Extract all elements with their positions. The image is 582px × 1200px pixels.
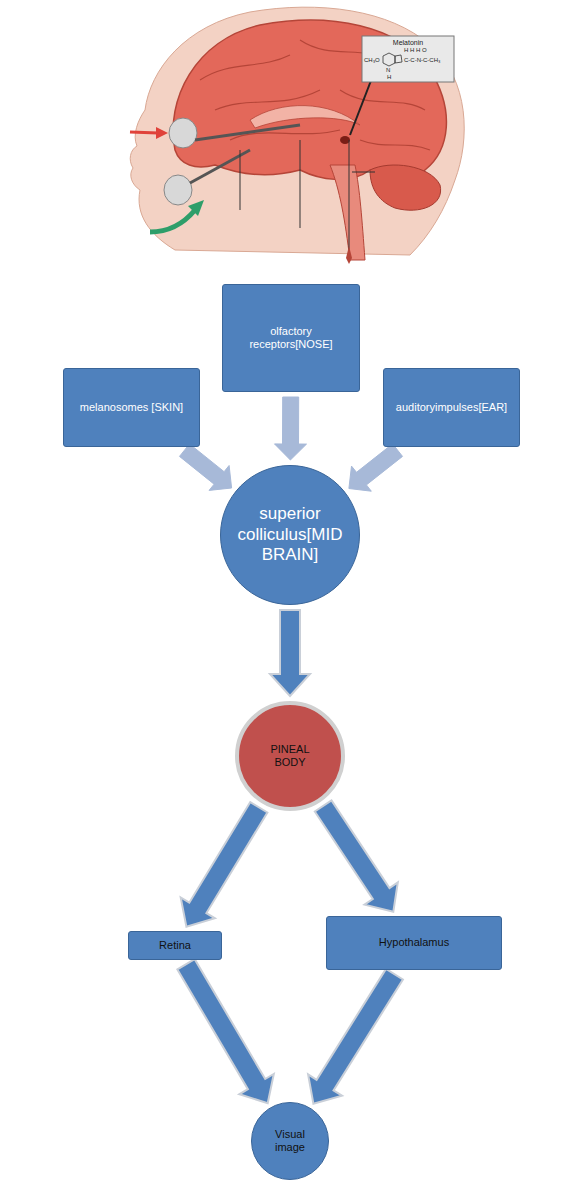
block-arrow xyxy=(270,610,310,696)
brain-illustration xyxy=(0,0,582,270)
node-label: PINEAL BODY xyxy=(255,743,325,769)
formula-label: Melatonin xyxy=(393,39,423,46)
leader-arrow xyxy=(350,78,372,135)
brainstem xyxy=(330,165,365,260)
head-outline xyxy=(130,7,464,255)
node-label: Hypothalamus xyxy=(379,936,449,949)
green-arrow xyxy=(150,210,195,232)
formula-label: CH₃O xyxy=(364,57,380,63)
formula-label: C-C-N-C-CH₃ xyxy=(404,57,440,63)
cerebellum xyxy=(370,165,441,210)
arrowhead xyxy=(156,127,168,139)
pyrrole-ring xyxy=(395,55,402,63)
node-label: Retina xyxy=(159,939,191,952)
eye xyxy=(164,175,192,205)
circle-shape xyxy=(237,703,343,809)
leader-line xyxy=(349,140,350,250)
inset-panel xyxy=(362,36,454,82)
node-label: superior colliculus[MIDBRAIN] xyxy=(234,504,346,565)
target-box: Hypothalamus xyxy=(326,916,502,970)
block-arrow xyxy=(275,397,307,460)
gland-circle: PINEAL BODY xyxy=(235,701,345,811)
brain-cerebrum xyxy=(173,20,446,179)
spinal-marker xyxy=(346,246,352,264)
node-label: melanosomes [SKIN] xyxy=(80,401,183,414)
circle-shape xyxy=(252,1103,329,1180)
output-circle: Visual image xyxy=(251,1102,329,1180)
source-box: melanosomes [SKIN] xyxy=(63,368,200,447)
block-arrow xyxy=(181,802,268,927)
source-box: auditoryimpulses[EAR] xyxy=(383,368,520,447)
optic-pathway xyxy=(190,150,250,183)
leader-line xyxy=(240,150,241,210)
node-label: auditoryimpulses[EAR] xyxy=(396,401,507,414)
block-arrow xyxy=(315,801,398,912)
leader-line xyxy=(352,172,375,173)
benzene-ring xyxy=(383,53,395,66)
formula-label: H xyxy=(387,74,391,80)
circle-shape xyxy=(221,466,360,605)
node-label: Visual image xyxy=(262,1128,318,1154)
corpus-callosum xyxy=(250,106,360,128)
block-arrow xyxy=(180,444,232,491)
light-arrow xyxy=(130,132,158,133)
formula-label: N xyxy=(386,67,390,73)
block-arrow xyxy=(177,959,273,1103)
optic-pathway xyxy=(195,125,300,140)
target-box: Retina xyxy=(128,931,222,960)
node-label: olfactory receptors[NOSE] xyxy=(231,325,351,351)
block-arrow xyxy=(308,969,403,1104)
block-arrow xyxy=(349,444,403,491)
relay-circle: superior colliculus[MIDBRAIN] xyxy=(220,465,360,605)
formula-label: H H H O xyxy=(404,47,427,53)
source-box: olfactory receptors[NOSE] xyxy=(222,284,360,392)
leader-line xyxy=(300,140,301,228)
eye xyxy=(169,118,197,148)
arrowhead xyxy=(188,200,204,216)
